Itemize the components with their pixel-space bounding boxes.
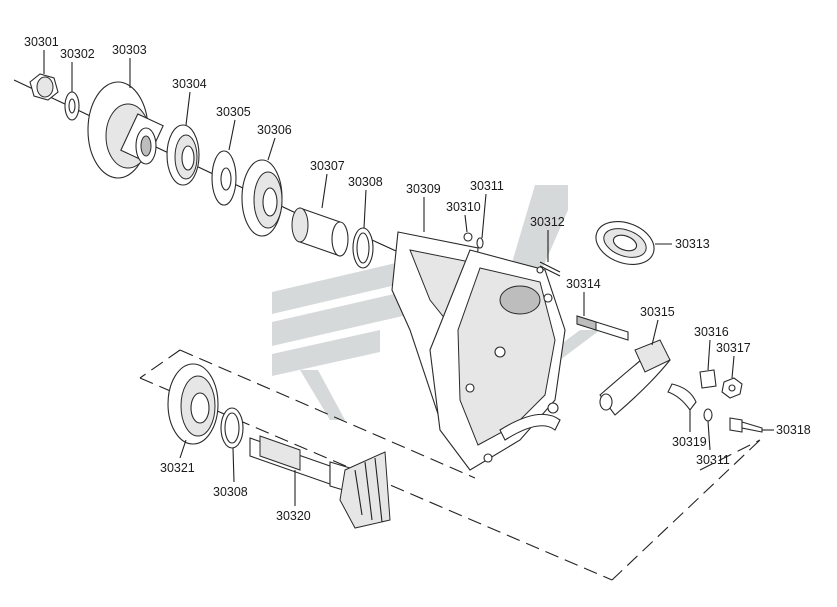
label-30307: 30307: [310, 159, 345, 173]
part-30309-housing: [391, 231, 566, 471]
part-30308-ring-lower: [220, 407, 244, 449]
label-30308-lower: 30308: [213, 485, 248, 499]
label-30321: 30321: [160, 461, 195, 475]
part-30320-pinion-shaft: [249, 435, 391, 529]
label-30318: 30318: [776, 423, 811, 437]
part-30305-spacer: [211, 150, 237, 206]
label-30313: 30313: [675, 237, 710, 251]
part-30316-plate: [699, 369, 717, 389]
label-30304: 30304: [172, 77, 207, 91]
label-30320: 30320: [276, 509, 311, 523]
label-30310: 30310: [446, 200, 481, 214]
part-30311-washer-lower: [703, 408, 713, 422]
part-30321-bearing: [167, 363, 219, 445]
leader-lines: [43, 50, 774, 506]
part-labels: 30301 30302 30303 30304 30305 30306 3030…: [24, 35, 811, 523]
part-30319-lock-tab: [667, 383, 697, 411]
label-30305: 30305: [216, 105, 251, 119]
part-30306-bearing: [241, 159, 283, 237]
part-30313-bearing: [595, 221, 655, 265]
part-30312-stud: [539, 261, 561, 277]
label-30308-upper: 30308: [348, 175, 383, 189]
part-30310-30311-fittings: [463, 232, 484, 249]
label-30314: 30314: [566, 277, 601, 291]
part-30301-nut: [29, 73, 59, 101]
part-30303-flange: [87, 81, 164, 179]
label-30315: 30315: [640, 305, 675, 319]
part-30317-nut: [721, 377, 743, 399]
label-30311-upper: 30311: [470, 179, 504, 193]
label-30309: 30309: [406, 182, 441, 196]
part-30304-seal: [166, 124, 200, 186]
label-30306: 30306: [257, 123, 292, 137]
label-30302: 30302: [60, 47, 95, 61]
part-30315-bearing-cap: [599, 339, 671, 416]
label-30319: 30319: [672, 435, 707, 449]
label-30303: 30303: [112, 43, 147, 57]
part-30314-bolt: [576, 315, 629, 341]
label-30316: 30316: [694, 325, 729, 339]
part-30318-bolt: [729, 417, 763, 433]
label-30312: 30312: [530, 215, 565, 229]
part-30308-ring-upper: [352, 227, 374, 269]
label-30311-lower: 30311: [696, 453, 730, 467]
part-30307-sleeve: [291, 207, 349, 257]
label-30301: 30301: [24, 35, 59, 49]
part-30302-washer: [64, 91, 80, 121]
label-30317: 30317: [716, 341, 751, 355]
